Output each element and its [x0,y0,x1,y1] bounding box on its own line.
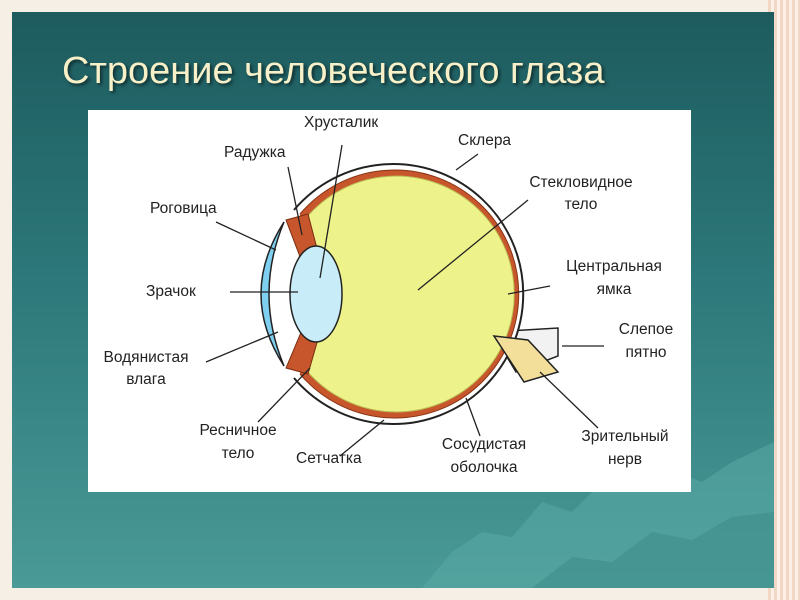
label-vitreous-line2: тело [506,195,656,214]
label-sclera: Склера [458,131,511,150]
label-optic-nerve-line2: нерв [560,450,690,469]
label-fovea-line1: Центральная [544,257,684,276]
eye-diagram: Хрусталик Склера Радужка Стекловидное те… [88,110,691,492]
slide-title: Строение человеческого глаза [62,50,742,93]
label-retina: Сетчатка [296,449,362,468]
label-choroid-line1: Сосудистая [424,435,544,454]
label-iris: Радужка [224,143,286,162]
slide: Строение человеческого глаза [12,12,774,588]
label-ciliary-line1: Ресничное [178,421,298,440]
label-aqueous-line1: Водянистая [88,348,204,367]
label-optic-nerve-line1: Зрительный [560,427,690,446]
label-fovea-line2: ямка [544,280,684,299]
label-cornea: Роговица [150,199,217,218]
label-blind-spot-line1: Слепое [606,320,686,339]
label-ciliary-line2: тело [178,444,298,463]
label-pupil: Зрачок [146,282,196,301]
label-blind-spot-line2: пятно [606,343,686,362]
label-aqueous-line2: влага [88,370,204,389]
label-choroid-line2: оболочка [424,458,544,477]
label-vitreous-line1: Стекловидное [506,173,656,192]
label-lens: Хрусталик [304,113,378,132]
